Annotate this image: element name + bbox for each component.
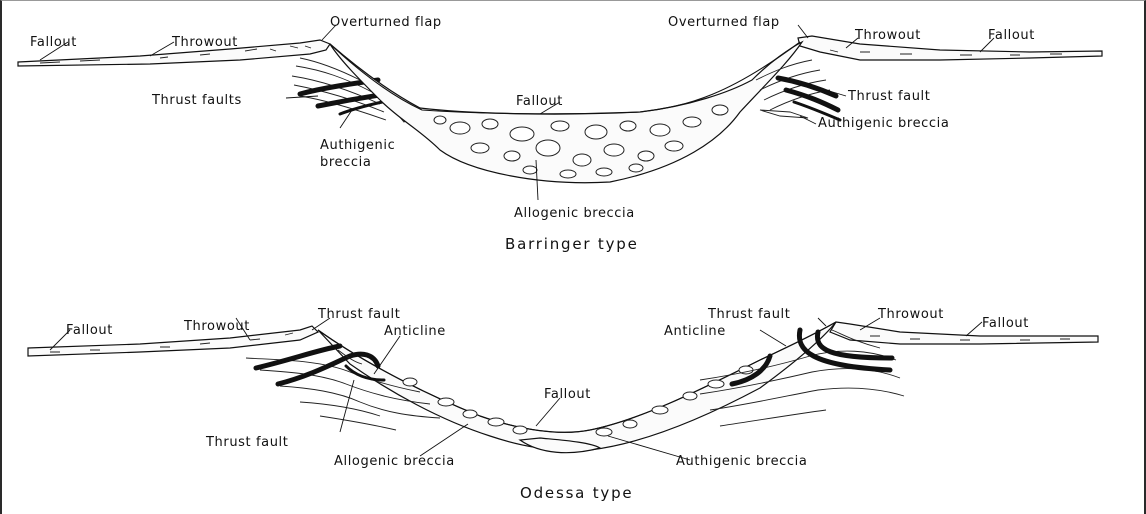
odessa-thrust-fault-top-left-label: Thrust fault xyxy=(317,307,400,322)
odessa-thrust-fault-bottom-label: Thrust fault xyxy=(205,435,288,450)
barringer-allogenic-label: Allogenic breccia xyxy=(514,206,635,221)
barringer-throwout-left-label: Throwout xyxy=(171,35,238,50)
odessa-fallout-right-label: Fallout xyxy=(982,316,1029,331)
odessa-fallout-center-label: Fallout xyxy=(544,387,591,402)
barringer-title: Barringer type xyxy=(505,235,639,253)
odessa-crater: Fallout Throwout Thrust fault Anticline … xyxy=(28,307,1098,502)
barringer-right-thrust-fault-bed xyxy=(778,78,836,96)
barringer-authigenic-left-label-2: breccia xyxy=(320,155,371,170)
odessa-title: Odessa type xyxy=(520,484,633,502)
barringer-authigenic-right-label: Authigenic breccia xyxy=(818,116,949,131)
barringer-fallout-left-label: Fallout xyxy=(30,35,77,50)
odessa-authigenic-label: Authigenic breccia xyxy=(676,454,807,469)
odessa-throwout-left-label: Throwout xyxy=(183,319,250,334)
barringer-crater: Fallout Throwout Overturned flap Overtur… xyxy=(18,15,1102,253)
odessa-allogenic-label: Allogenic breccia xyxy=(334,454,455,469)
odessa-anticline-left-label: Anticline xyxy=(384,324,446,339)
barringer-fallout-right-label: Fallout xyxy=(988,28,1035,43)
barringer-crater-fill xyxy=(330,42,802,183)
odessa-fallout-left-label: Fallout xyxy=(66,323,113,338)
barringer-thrust-faults-label: Thrust faults xyxy=(151,93,242,108)
barringer-fallout-center-label: Fallout xyxy=(516,94,563,109)
barringer-thrust-fault-right-label: Thrust fault xyxy=(847,89,930,104)
odessa-thrust-fault-top-right-label: Thrust fault xyxy=(707,307,790,322)
barringer-throwout-right-label: Throwout xyxy=(854,28,921,43)
barringer-authigenic-left-label: Authigenic xyxy=(320,138,395,153)
odessa-anticline-right-label: Anticline xyxy=(664,324,726,339)
odessa-throwout-right-label: Throwout xyxy=(877,307,944,322)
odessa-right-ejecta-blanket xyxy=(830,322,1098,344)
barringer-overturned-flap-right-label: Overturned flap xyxy=(668,15,780,30)
barringer-right-ejecta-blanket xyxy=(798,36,1102,60)
barringer-overturned-flap-left-label: Overturned flap xyxy=(330,15,442,30)
